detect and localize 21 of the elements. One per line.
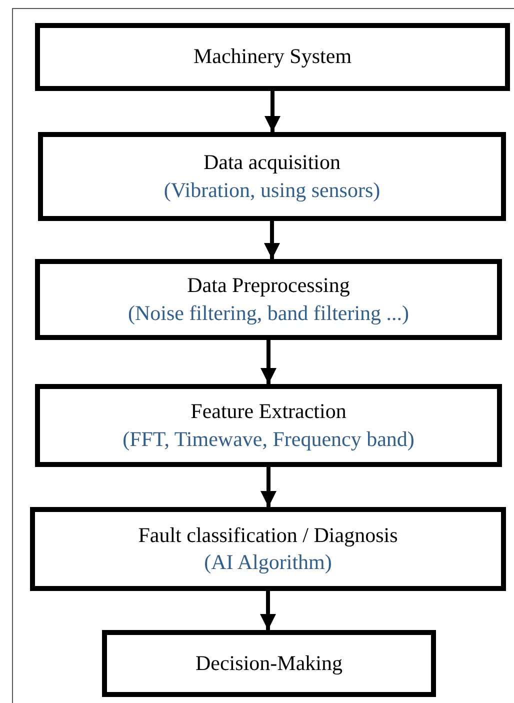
step-detail: (Vibration, using sensors) xyxy=(164,176,380,204)
step-title: Data Preprocessing xyxy=(187,272,350,300)
process-box xyxy=(102,630,436,697)
arrow xyxy=(260,467,276,507)
step-title: Data acquisition xyxy=(203,149,341,176)
step-detail: (FFT, Timewave, Frequency band) xyxy=(122,426,414,452)
process-box xyxy=(30,507,506,591)
process-box xyxy=(35,384,502,467)
step-title: Feature Extraction xyxy=(190,398,346,426)
step-detail: (Noise filtering, band filtering ...) xyxy=(128,300,410,326)
arrow xyxy=(260,591,276,630)
step-title: Fault classification / Diagnosis xyxy=(138,522,398,549)
step-title: Decision-Making xyxy=(196,650,342,677)
process-box xyxy=(35,23,510,91)
arrow xyxy=(260,340,276,384)
process-box xyxy=(38,132,506,221)
step-detail: (AI Algorithm) xyxy=(204,549,332,576)
step-title: Machinery System xyxy=(193,43,352,70)
process-box xyxy=(35,259,502,340)
arrow xyxy=(264,91,280,132)
arrow xyxy=(264,221,280,259)
